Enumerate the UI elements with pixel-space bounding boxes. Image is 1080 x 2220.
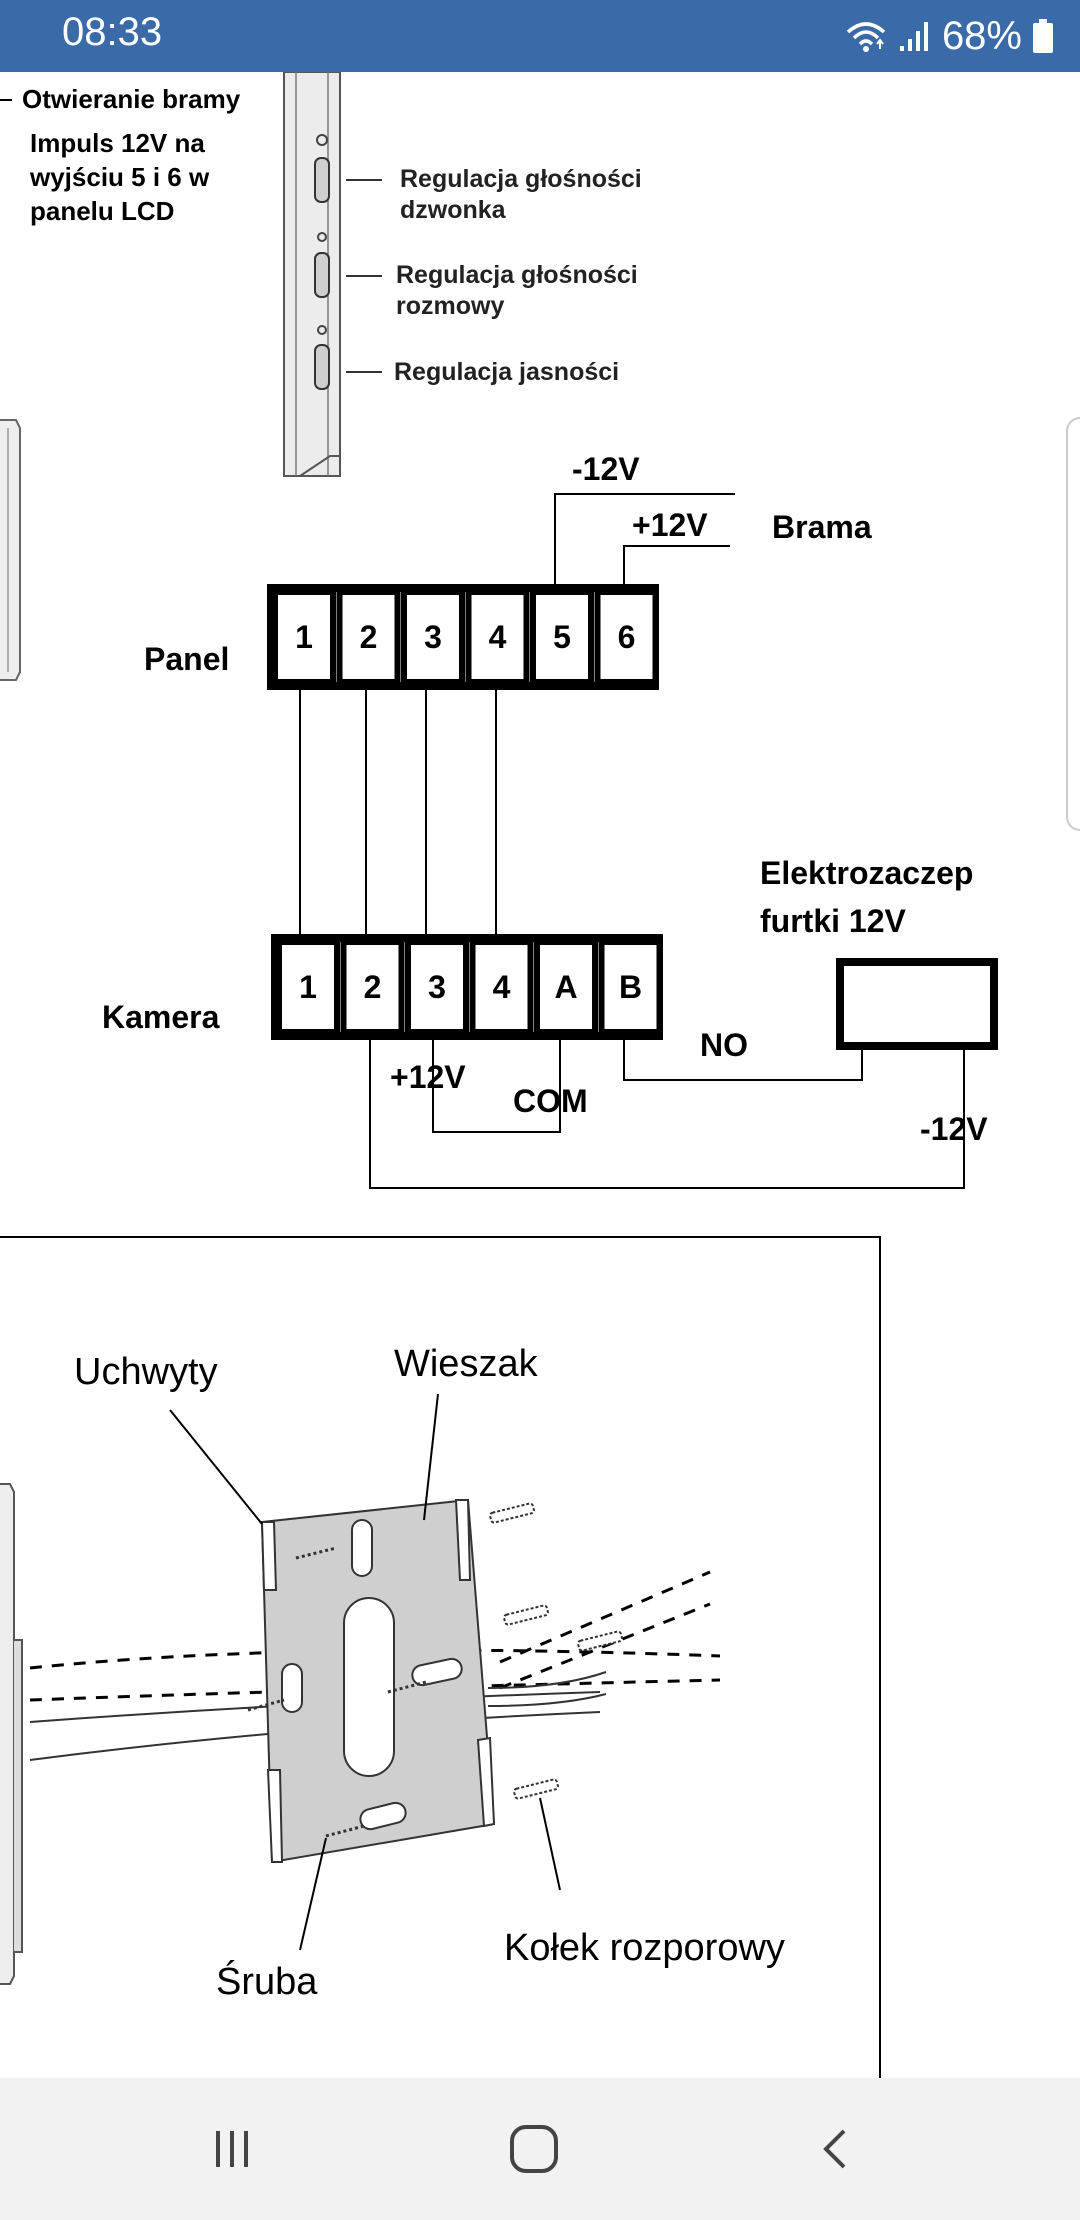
gate-note-line-3: panelu LCD xyxy=(30,196,174,226)
panel-terminal-label: 6 xyxy=(618,619,636,655)
panel-terminal-cell xyxy=(401,589,465,685)
panel-terminal-label: 1 xyxy=(295,619,313,655)
status-bar: 08:33 68% xyxy=(0,0,1080,72)
camera-terminal-label: 1 xyxy=(299,969,317,1005)
mount-screw-label: Śruba xyxy=(216,1958,318,2003)
status-time: 08:33 xyxy=(62,10,163,54)
strike-title-line-1: Elektrozaczep xyxy=(760,855,973,891)
panel-terminals: 1 2 3 4 5 6 xyxy=(272,589,659,685)
back-button[interactable] xyxy=(796,2113,876,2185)
gate-note-line-1: Impuls 12V na xyxy=(30,128,205,158)
wiring-diagram: Otwieranie bramy Impuls 12V na wyjściu 5… xyxy=(0,72,998,2078)
camera-terminal-cell xyxy=(469,939,534,1035)
panel-terminal-label: 3 xyxy=(424,619,442,655)
home-icon xyxy=(510,2125,558,2173)
panel-terminal-cell xyxy=(530,589,594,685)
panel-terminal-label: 2 xyxy=(360,619,378,655)
home-button[interactable] xyxy=(494,2113,574,2185)
door-strike-box xyxy=(836,958,998,1050)
panel-terminal-label: 4 xyxy=(489,619,507,655)
control-ring-volume-line-2: dzwonka xyxy=(400,196,507,224)
panel-label: Panel xyxy=(144,641,229,677)
wifi-icon xyxy=(844,18,888,54)
strike-com-label: COM xyxy=(513,1083,588,1119)
mount-anchor-label: Kołek rozporowy xyxy=(504,1927,785,1969)
mount-handles-label: Uchwyty xyxy=(74,1351,218,1393)
back-icon xyxy=(823,2129,846,2169)
camera-terminal-label: 2 xyxy=(364,969,382,1005)
status-icons: 68% xyxy=(844,10,1054,62)
camera-terminal-cell xyxy=(340,939,405,1035)
strike-no-label: NO xyxy=(700,1027,748,1063)
camera-terminal-label: 4 xyxy=(493,969,511,1005)
camera-label: Kamera xyxy=(102,999,220,1035)
camera-terminal-label: B xyxy=(619,969,642,1005)
camera-terminal-cell xyxy=(276,939,340,1035)
gate-note-line-2: wyjściu 5 i 6 w xyxy=(29,162,210,192)
hanger-plate xyxy=(247,1498,496,1864)
camera-terminal-cell xyxy=(534,939,598,1035)
gate-label-brama: Brama xyxy=(772,509,872,545)
camera-terminal-label: A xyxy=(554,969,577,1005)
recent-apps-button[interactable] xyxy=(192,2113,272,2185)
signal-icon xyxy=(898,20,932,52)
mount-hanger-label: Wieszak xyxy=(394,1343,539,1385)
camera-terminal-cell xyxy=(598,939,663,1035)
control-talk-volume-line-1: Regulacja głośności xyxy=(396,261,638,289)
image-viewer[interactable]: Otwieranie bramy Impuls 12V na wyjściu 5… xyxy=(0,72,1080,2078)
panel-terminal-cell xyxy=(336,589,401,685)
gate-plus-12v: +12V xyxy=(632,507,708,543)
control-talk-volume-line-2: rozmowy xyxy=(396,292,504,320)
battery-percent: 68% xyxy=(941,13,1022,58)
edge-panel-handle[interactable] xyxy=(1066,417,1080,831)
battery-icon xyxy=(1032,18,1054,54)
navigation-bar xyxy=(0,2078,1080,2220)
gate-minus-12v: -12V xyxy=(572,451,640,487)
camera-terminals: 1 2 3 4 A B xyxy=(276,939,663,1035)
control-ring-volume-line-1: Regulacja głośności xyxy=(400,165,642,193)
recent-apps-icon xyxy=(216,2131,248,2167)
gate-label: Otwieranie bramy xyxy=(22,84,241,114)
camera-terminal-cell xyxy=(405,939,469,1035)
strike-plus-12v: +12V xyxy=(390,1059,466,1095)
camera-terminal-label: 3 xyxy=(428,969,446,1005)
monitor-side-illustration xyxy=(283,72,341,477)
control-brightness: Regulacja jasności xyxy=(394,358,619,386)
strike-title-line-2: furtki 12V xyxy=(760,903,906,939)
panel-terminal-cell xyxy=(594,589,659,685)
panel-terminal-cell xyxy=(272,589,336,685)
strike-minus-12v: -12V xyxy=(920,1111,988,1147)
panel-terminal-label: 5 xyxy=(553,619,571,655)
panel-terminal-cell xyxy=(465,589,530,685)
